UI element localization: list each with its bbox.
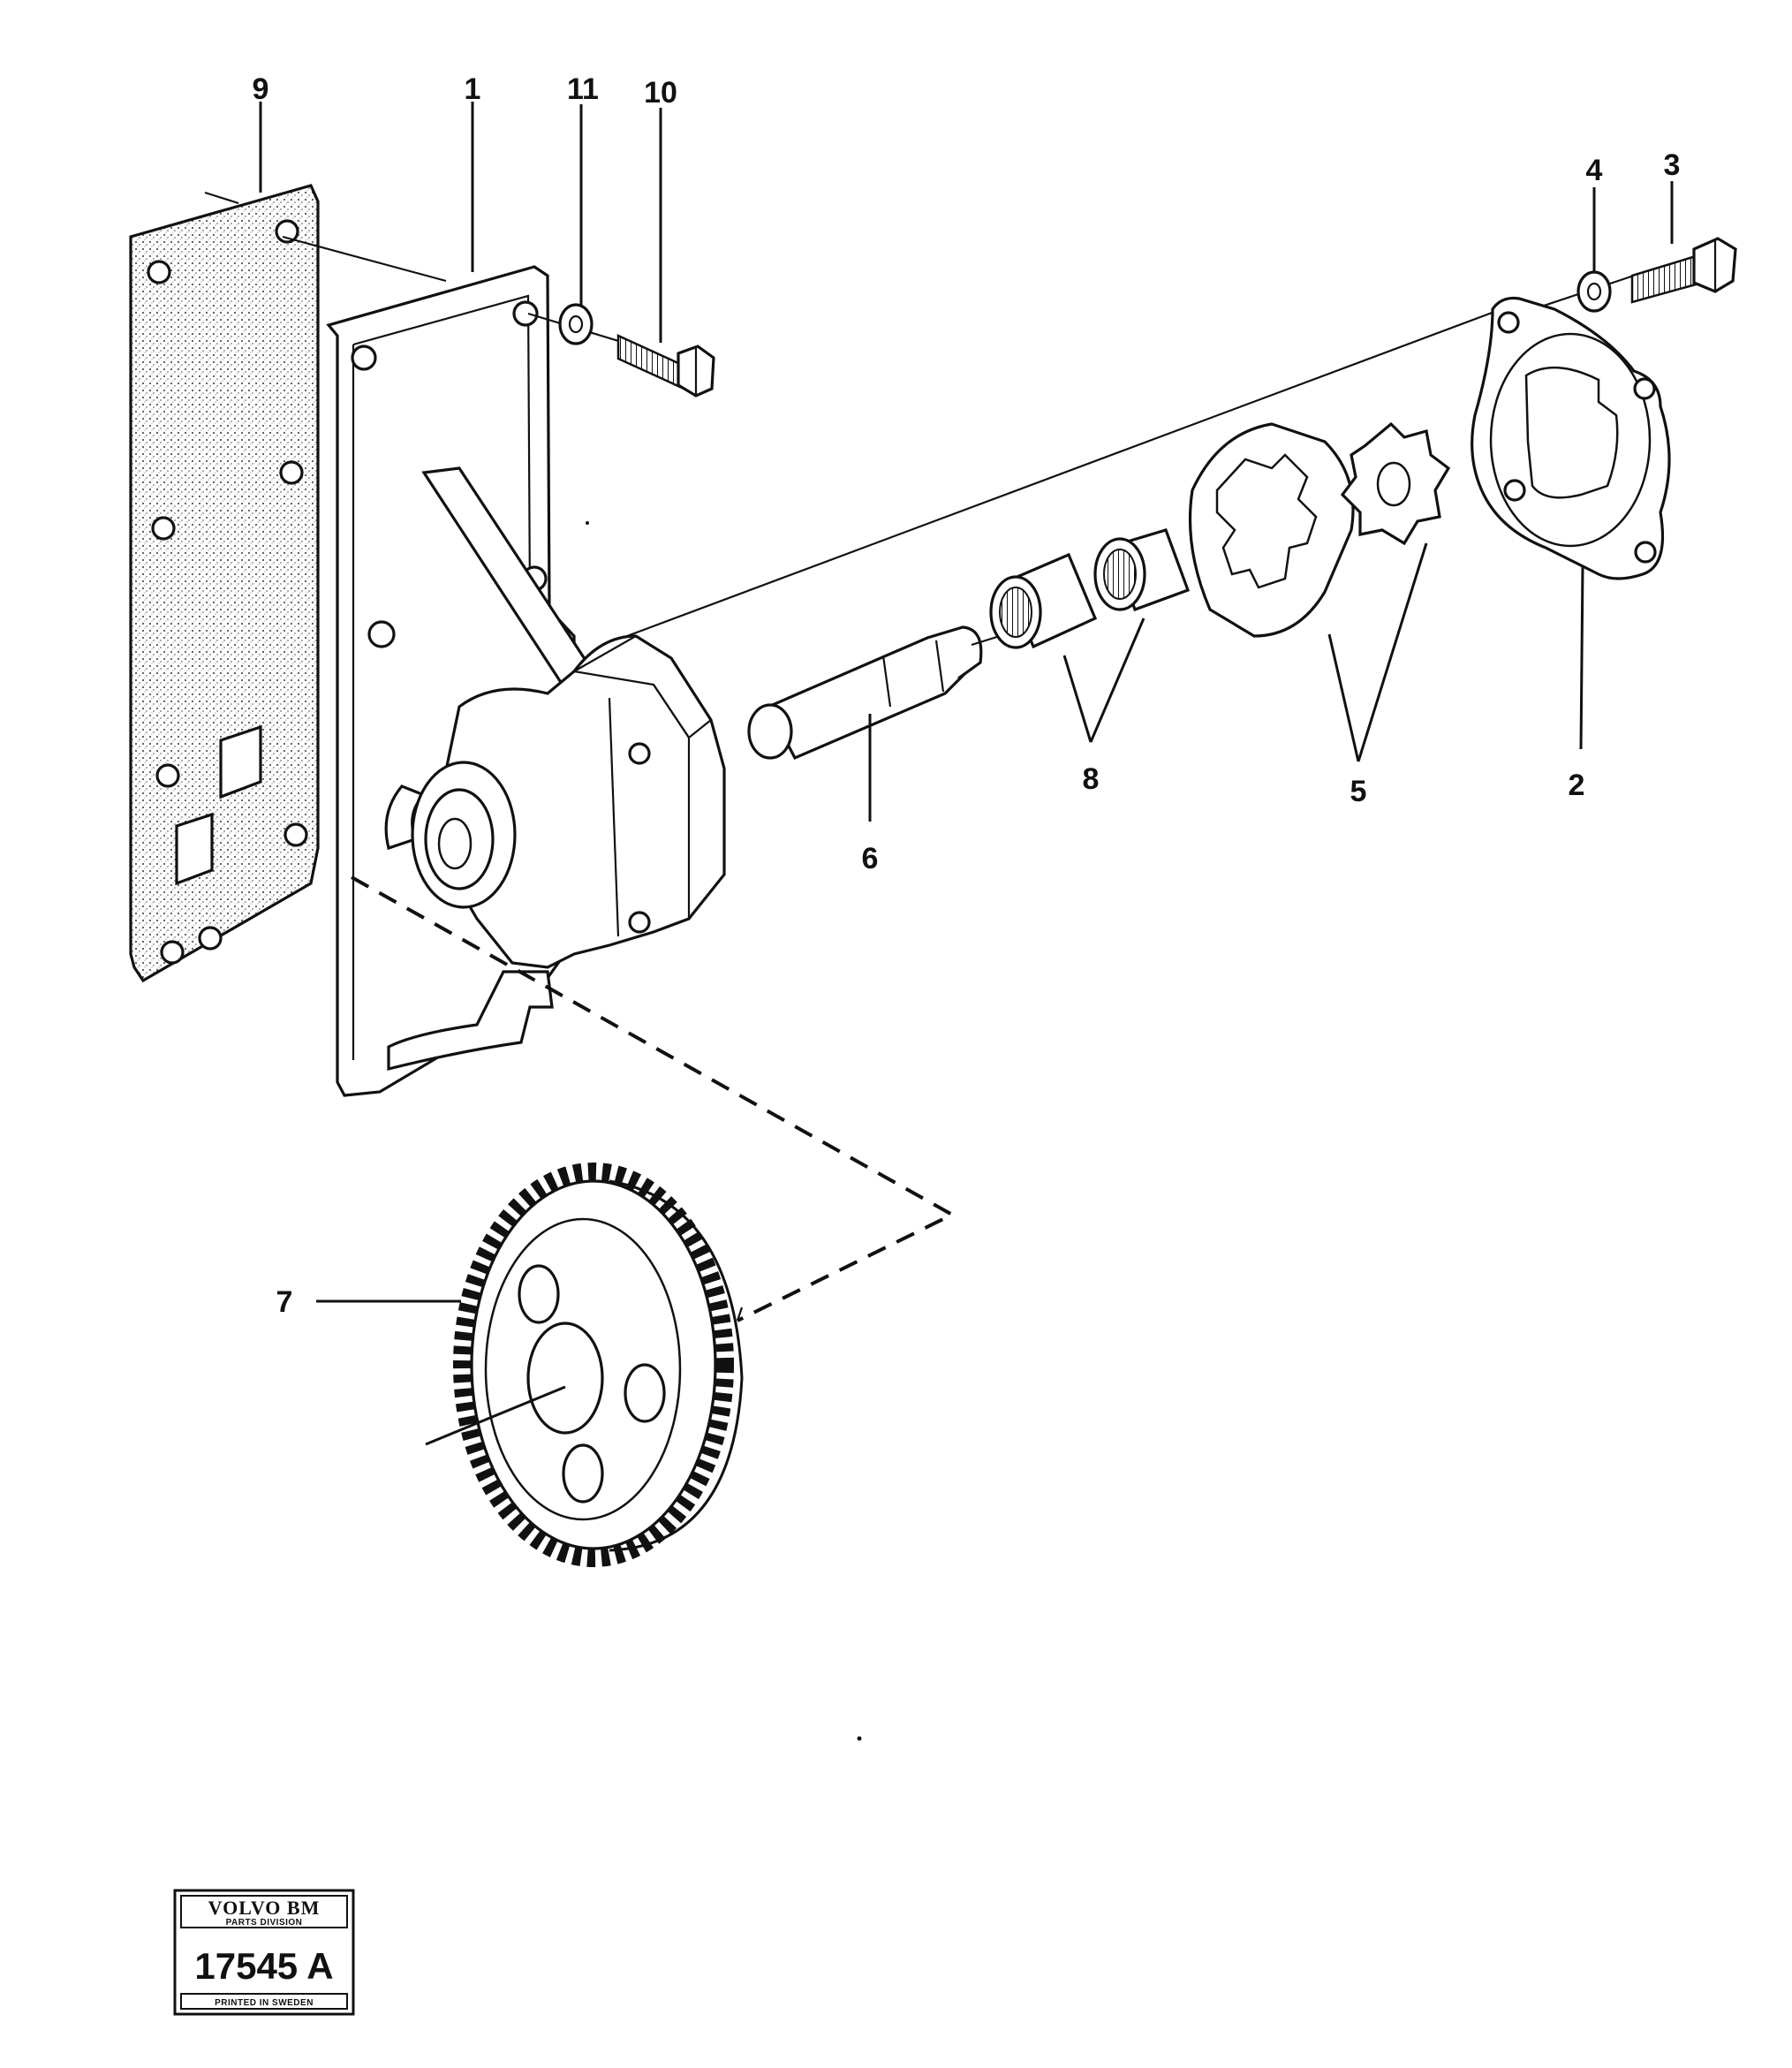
scan-dot: [857, 1736, 862, 1741]
leader-5b: [1357, 542, 1428, 762]
bushing-8b: [1093, 528, 1191, 612]
callout-7: 7: [276, 1285, 293, 1319]
assembly-line-main: [626, 307, 1502, 638]
outer-rotor-5: [1188, 422, 1355, 638]
dashed-assembly-line: [351, 875, 956, 1322]
bolt-10: [616, 334, 715, 398]
leader-8b: [1089, 617, 1146, 743]
bushing-8a: [989, 552, 1098, 649]
washer-11: [558, 303, 594, 345]
callout-5: 5: [1350, 775, 1367, 808]
stamp-number: 17545 A: [194, 1945, 333, 1987]
callout-4: 4: [1586, 154, 1603, 187]
leader-2: [1579, 564, 1584, 750]
washer-4: [1577, 270, 1612, 313]
callout-labels: 9 1 11 10 4 3 2 5 8 6 7: [253, 72, 1681, 1319]
callout-2: 2: [1569, 769, 1585, 802]
callout-8: 8: [1083, 762, 1100, 796]
volvo-bm-stamp: VOLVO BM PARTS DIVISION 17545 A PRINTED …: [173, 1889, 355, 2016]
stamp-brand: VOLVO BM: [208, 1897, 321, 1919]
callout-11: 11: [567, 72, 599, 106]
bolt-3: [1630, 237, 1737, 304]
pump-cover-2: [1471, 296, 1671, 580]
assembly-line-gasket: [282, 235, 447, 283]
inner-rotor-5: [1340, 421, 1451, 546]
drive-gear-7: [425, 1163, 744, 1567]
stamp-division: PARTS DIVISION: [226, 1918, 303, 1928]
callout-9: 9: [253, 72, 269, 106]
pump-body: [411, 634, 726, 969]
leader-5a: [1327, 633, 1360, 762]
scan-dot: [586, 521, 589, 525]
callout-3: 3: [1664, 148, 1681, 182]
callout-6: 6: [862, 842, 879, 875]
pump-housing-1: [326, 265, 593, 1097]
callout-10: 10: [644, 76, 677, 110]
leader-8a: [1062, 655, 1093, 743]
callout-1: 1: [465, 72, 481, 106]
gasket-plate-9: [129, 184, 320, 983]
shaft-6: [747, 621, 1043, 761]
stamp-printed: PRINTED IN SWEDEN: [215, 1998, 314, 2008]
leader-lines: [259, 102, 1674, 1303]
